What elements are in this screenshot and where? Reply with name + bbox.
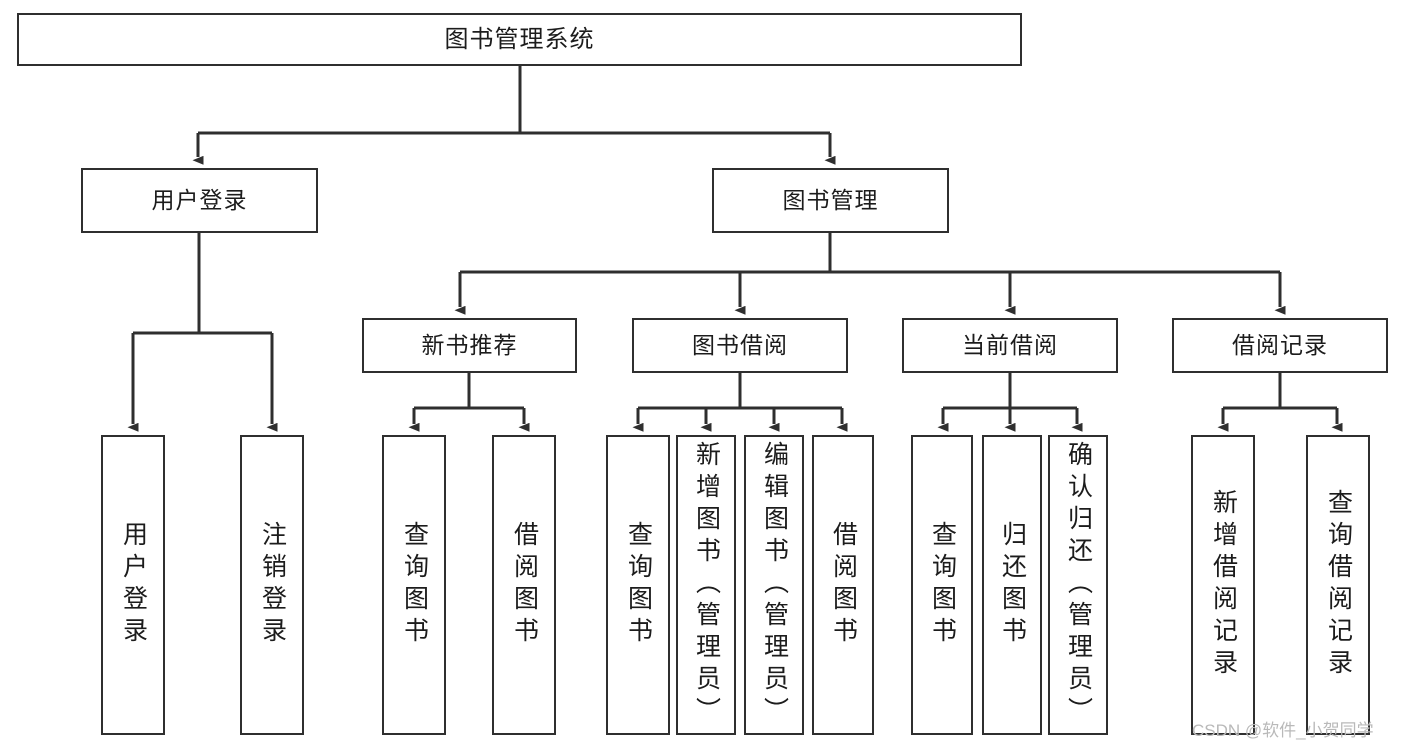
node-label: 归还图书	[998, 521, 1027, 649]
node-leaf-query-book-borrow[interactable]: 查询图书	[606, 435, 670, 735]
node-label: 当前借阅	[962, 332, 1058, 359]
node-user-login[interactable]: 用户登录	[81, 168, 318, 233]
node-leaf-query-borrow-record[interactable]: 查询借阅记录	[1306, 435, 1370, 735]
node-leaf-add-book-admin[interactable]: 新增图书（管理员）	[676, 435, 736, 735]
node-label: 新增借阅记录	[1209, 489, 1238, 681]
node-leaf-query-book-current[interactable]: 查询图书	[911, 435, 973, 735]
node-leaf-query-book-recommend[interactable]: 查询图书	[382, 435, 446, 735]
node-label: 图书管理	[782, 187, 879, 214]
node-label: 查询图书	[400, 521, 429, 649]
node-leaf-user-logout[interactable]: 注销登录	[240, 435, 304, 735]
node-label: 新增图书（管理员）	[692, 441, 721, 729]
node-leaf-return-book[interactable]: 归还图书	[982, 435, 1042, 735]
node-book-borrow[interactable]: 图书借阅	[632, 318, 848, 373]
node-borrow-record[interactable]: 借阅记录	[1172, 318, 1388, 373]
node-label: 用户登录	[151, 187, 248, 214]
node-label: 编辑图书（管理员）	[760, 441, 789, 729]
node-leaf-user-login[interactable]: 用户登录	[101, 435, 165, 735]
node-new-book-recommend[interactable]: 新书推荐	[362, 318, 577, 373]
node-label: 查询借阅记录	[1324, 489, 1353, 681]
node-label: 用户登录	[119, 521, 148, 649]
node-leaf-edit-book-admin[interactable]: 编辑图书（管理员）	[744, 435, 804, 735]
node-leaf-borrow-book[interactable]: 借阅图书	[812, 435, 874, 735]
node-label: 借阅图书	[829, 521, 858, 649]
node-label: 图书借阅	[692, 332, 788, 359]
node-label: 确认归还（管理员）	[1064, 441, 1093, 729]
node-leaf-confirm-return-admin[interactable]: 确认归还（管理员）	[1048, 435, 1108, 735]
node-label: 借阅图书	[510, 521, 539, 649]
node-label: 查询图书	[928, 521, 957, 649]
node-label: 注销登录	[258, 521, 287, 649]
node-label: 借阅记录	[1232, 332, 1328, 359]
node-book-manage[interactable]: 图书管理	[712, 168, 949, 233]
node-leaf-borrow-book-recommend[interactable]: 借阅图书	[492, 435, 556, 735]
node-label: 新书推荐	[421, 332, 518, 359]
node-label: 查询图书	[624, 521, 653, 649]
node-leaf-add-borrow-record[interactable]: 新增借阅记录	[1191, 435, 1255, 735]
node-root-book-management-system[interactable]: 图书管理系统	[17, 13, 1022, 66]
node-current-borrow[interactable]: 当前借阅	[902, 318, 1118, 373]
node-label: 图书管理系统	[444, 25, 595, 53]
